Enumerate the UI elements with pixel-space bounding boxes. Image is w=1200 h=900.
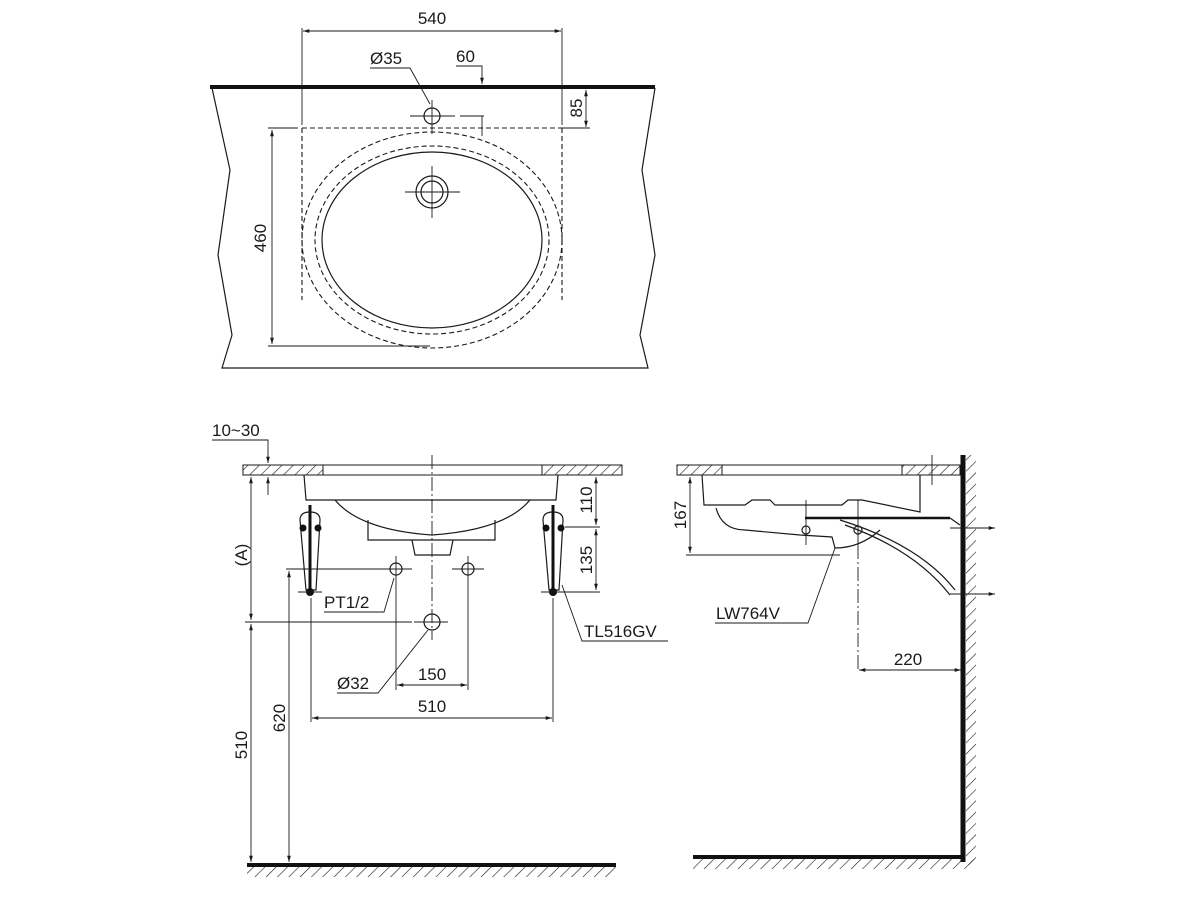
dim-drain-height: 510 [232, 731, 251, 759]
left-bracket-icon [298, 505, 322, 596]
dim-edge-offset: 60 [456, 47, 475, 66]
dim-side-height: 167 [671, 501, 690, 529]
top-view: 540 Ø35 60 85 460 [210, 9, 656, 369]
dim-bracket-spacing: 510 [418, 697, 446, 716]
label-basin-part: LW764V [716, 604, 781, 623]
dim-hole-offset: 85 [567, 99, 586, 118]
front-view: 10~30 110 135 (A) 510 620 PT1/2 Ø32 150 [212, 421, 668, 877]
dim-supply-height: 620 [270, 704, 289, 732]
dim-bowl-depth: 110 [577, 486, 596, 513]
label-bracket-part: TL516GV [584, 622, 657, 641]
label-height-ref: (A) [232, 544, 251, 567]
dim-bracket: 135 [577, 546, 596, 574]
label-faucet-hole: Ø35 [370, 49, 402, 68]
side-view: 167 LW764V 220 [671, 455, 995, 869]
dim-counter-thickness: 10~30 [212, 421, 260, 440]
right-bracket-icon [541, 505, 566, 596]
dim-wall-offset: 220 [894, 650, 922, 669]
dim-supply-spacing: 150 [418, 665, 446, 684]
dim-width: 540 [418, 9, 446, 28]
dim-depth: 460 [251, 224, 270, 252]
label-supply-pipe: PT1/2 [324, 593, 369, 612]
label-drain: Ø32 [337, 674, 369, 693]
